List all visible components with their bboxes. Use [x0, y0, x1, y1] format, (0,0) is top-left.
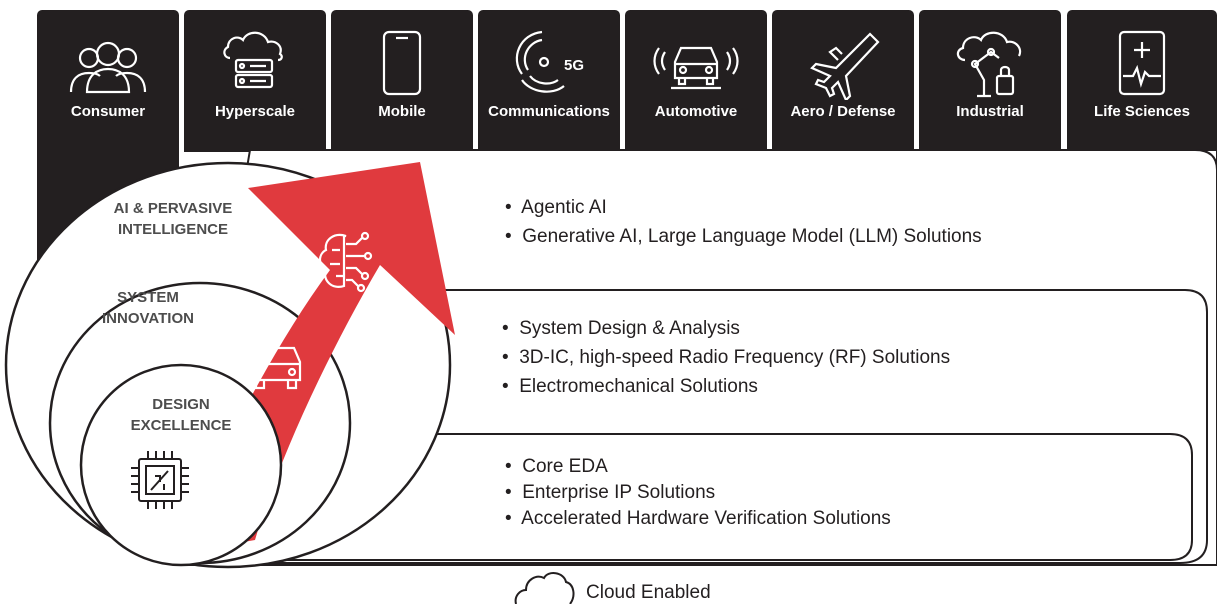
- label-line: AI & PERVASIVE: [113, 200, 233, 217]
- market-label: Industrial: [956, 103, 1024, 120]
- market-tab-hyperscale: Hyperscale: [184, 10, 326, 152]
- cloud-enabled-label: Cloud Enabled: [586, 582, 711, 603]
- label-line: INNOVATION: [102, 310, 194, 327]
- cloud-server-icon: [223, 31, 283, 89]
- bullet-item: • Electromechanical Solutions: [502, 376, 758, 397]
- design-layer-panel: [220, 433, 1193, 561]
- bullet-item: • 3D-IC, high-speed Radio Frequency (RF)…: [502, 347, 951, 368]
- bullet-item: • System Design & Analysis: [502, 318, 740, 339]
- market-tab-mobile: Mobile: [331, 10, 473, 152]
- ai-brain-icon: [318, 231, 373, 293]
- connected-car-icon: [250, 324, 302, 390]
- system-layer-label: SYSTEM INNOVATION: [88, 287, 208, 329]
- label-line: INTELLIGENCE: [117, 221, 228, 238]
- market-label: Life Sciences: [1094, 103, 1190, 120]
- smartphone-icon: [382, 30, 422, 96]
- heartbeat-monitor-icon: [1118, 30, 1166, 96]
- label-line: DESIGN: [152, 396, 210, 413]
- 5g-signal-icon: 5G: [515, 30, 584, 93]
- design-layer-label: DESIGN EXCELLENCE: [116, 394, 246, 436]
- market-tab-life-sciences: Life Sciences: [1067, 10, 1217, 152]
- market-label: Automotive: [654, 103, 738, 120]
- bullet-item: • Generative AI, Large Language Model (L…: [505, 226, 982, 247]
- market-tab-communications: 5G Communications: [478, 10, 620, 152]
- jet-icon: [810, 32, 880, 100]
- market-tab-aero-defense: Aero / Defense: [772, 10, 914, 152]
- ai-layer-label: AI & PERVASIVE INTELLIGENCE: [58, 198, 288, 240]
- bullet-item: • Core EDA: [505, 456, 608, 477]
- robot-arm-cloud-icon: [956, 31, 1022, 98]
- market-tab-consumer: Consumer: [37, 10, 179, 152]
- connected-car-icon: [653, 46, 739, 90]
- design-layer-bullets: • Core EDA • Enterprise IP Solutions • A…: [505, 454, 891, 532]
- market-label: Communications: [488, 103, 610, 120]
- label-line: SYSTEM: [117, 289, 179, 306]
- bullet-item: • Accelerated Hardware Verification Solu…: [505, 508, 891, 529]
- market-tab-industrial: Industrial: [919, 10, 1061, 152]
- cloud-icon: [514, 572, 575, 605]
- people-icon: [69, 41, 147, 94]
- system-layer-bullets: • System Design & Analysis • 3D-IC, high…: [502, 314, 950, 401]
- bullet-item: • Enterprise IP Solutions: [505, 482, 716, 503]
- market-label: Hyperscale: [214, 103, 296, 120]
- market-label: Mobile: [378, 103, 426, 120]
- market-label: Aero / Defense: [790, 103, 896, 120]
- ai-layer-bullets: • Agentic AI • Generative AI, Large Lang…: [505, 193, 982, 251]
- chip-icon: [131, 451, 189, 509]
- market-tab-automotive: Automotive: [625, 10, 767, 152]
- bullet-item: • Agentic AI: [505, 197, 607, 218]
- label-line: EXCELLENCE: [130, 417, 232, 434]
- market-label: Consumer: [70, 103, 146, 120]
- svg-text:5G: 5G: [564, 57, 584, 74]
- cloud-enabled-footer: Cloud Enabled: [512, 570, 711, 605]
